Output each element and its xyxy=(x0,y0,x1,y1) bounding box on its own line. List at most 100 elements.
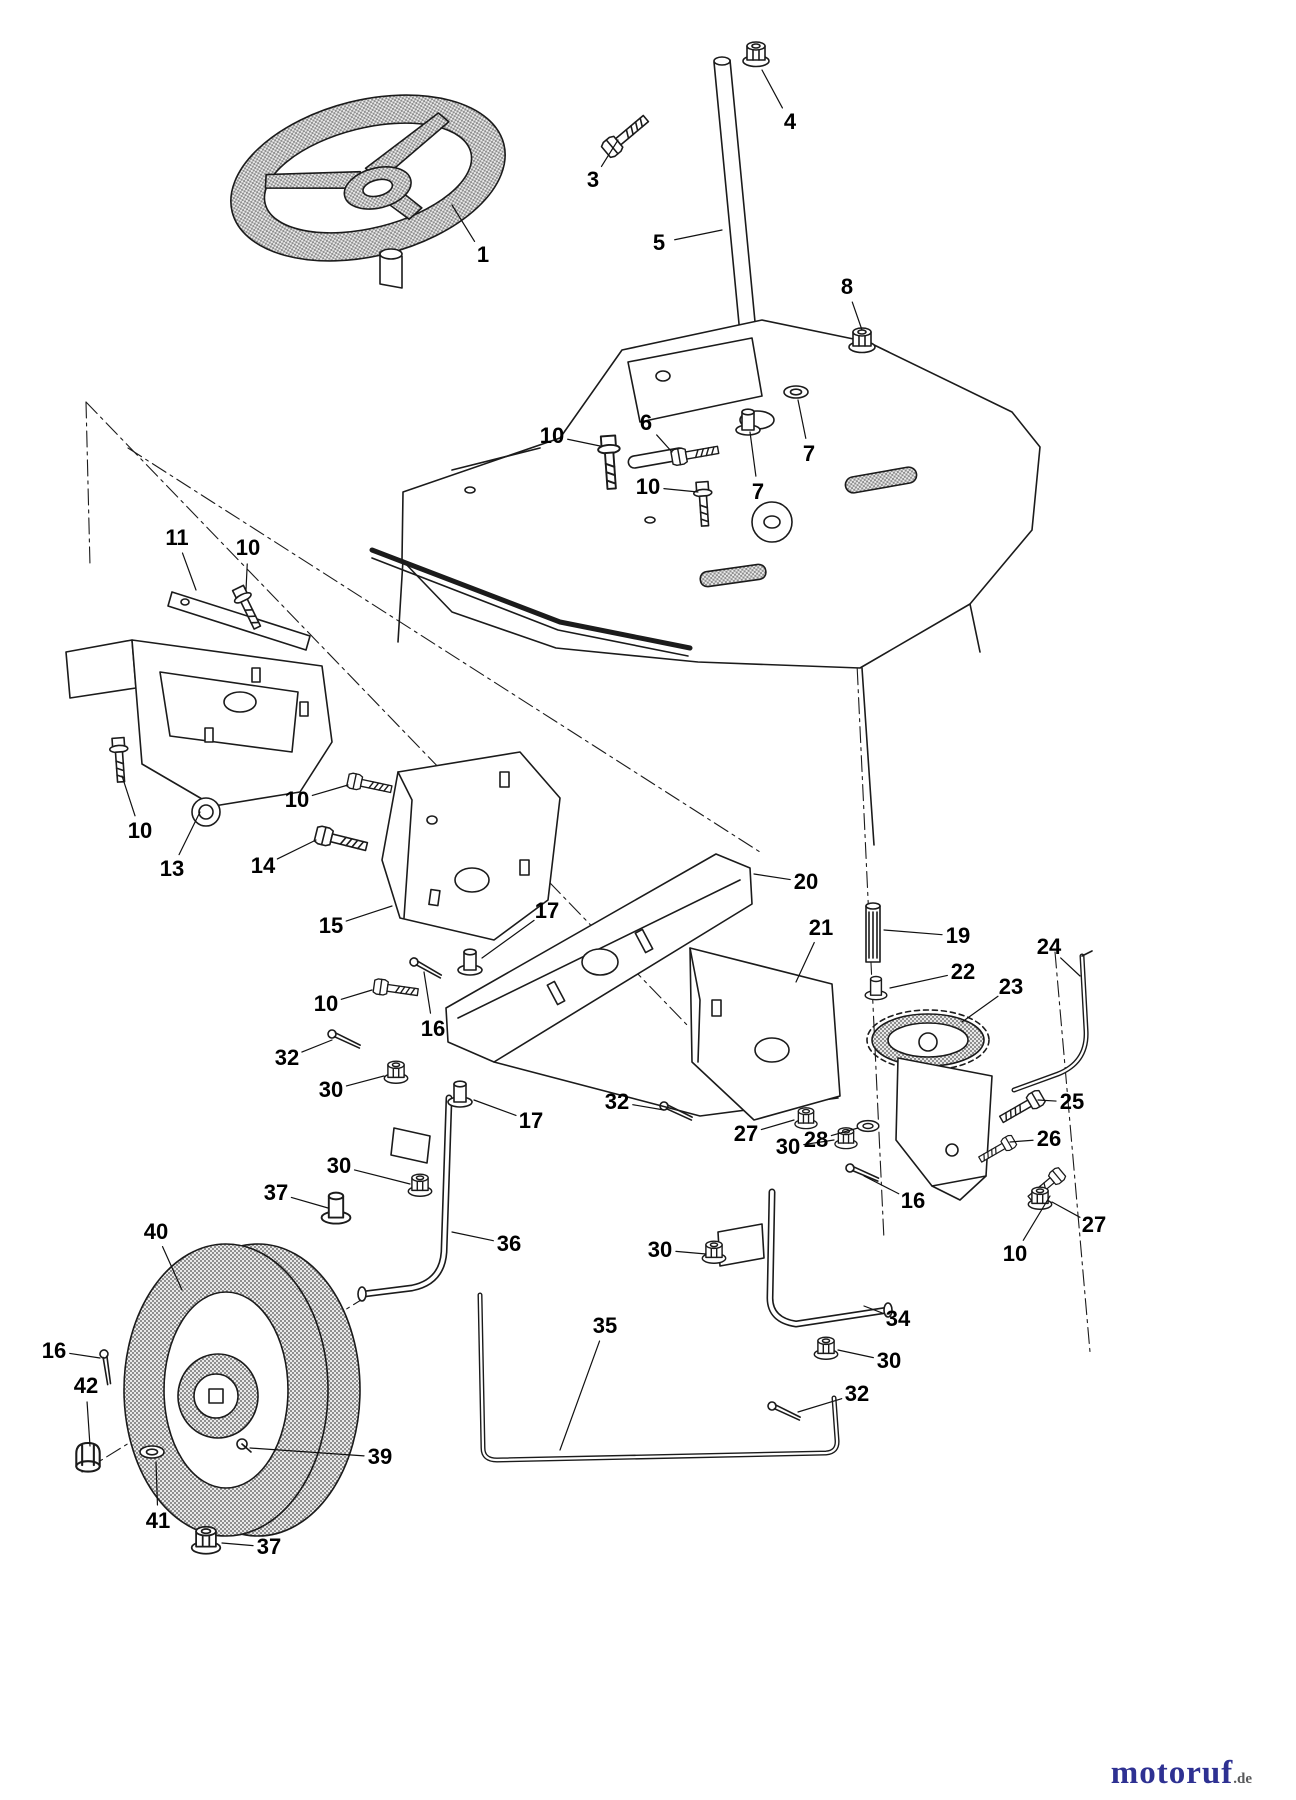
leader-line-39-49 xyxy=(249,1447,365,1457)
part-callout-10-24: 10 xyxy=(313,991,339,1016)
part-callout-15-16: 15 xyxy=(318,913,344,938)
leader-line-16-35 xyxy=(863,1175,900,1195)
leader-line-30-38 xyxy=(353,1169,411,1185)
leader-line-27-36 xyxy=(1051,1201,1081,1218)
part-cotter-pin-16-a xyxy=(407,956,445,979)
part-callout-27-30: 27 xyxy=(733,1121,759,1146)
part-callout-32-46: 32 xyxy=(844,1381,870,1406)
part-callout-30-42: 30 xyxy=(647,1237,673,1262)
part-callout-5-3: 5 xyxy=(652,230,666,255)
part-nut-30-lower xyxy=(407,1173,433,1197)
leader-line-22-21 xyxy=(889,974,948,989)
leader-line-41-50 xyxy=(155,1461,159,1506)
part-drag-link-35 xyxy=(477,1292,840,1463)
leader-line-10-5 xyxy=(567,438,601,447)
part-callout-37-39: 37 xyxy=(263,1180,289,1205)
leader-line-8-4 xyxy=(851,301,863,331)
leader-line-20-18 xyxy=(753,873,791,881)
part-bolt-10-plate xyxy=(345,771,394,798)
part-callout-30-27: 30 xyxy=(318,1077,344,1102)
part-bracket-13 xyxy=(65,639,333,827)
part-callout-34-43: 34 xyxy=(885,1306,911,1331)
part-callout-13-13: 13 xyxy=(159,856,185,881)
part-callout-1-0: 1 xyxy=(476,242,490,267)
part-bushing-17-upper xyxy=(457,948,483,976)
leader-line-17-28 xyxy=(473,1099,517,1117)
watermark-suffix: .de xyxy=(1233,1771,1252,1787)
part-steering-gear-assembly xyxy=(865,902,993,1201)
part-callout-36-41: 36 xyxy=(496,1231,522,1256)
part-nut-8 xyxy=(848,327,876,354)
leader-line-6-6 xyxy=(656,434,673,453)
part-callout-30-45: 30 xyxy=(876,1348,902,1373)
part-bolt-3 xyxy=(599,110,653,160)
part-pin-32-a xyxy=(325,1028,363,1049)
part-callout-4-2: 4 xyxy=(783,109,797,134)
part-callout-40-40: 40 xyxy=(143,1219,169,1244)
part-steering-wheel xyxy=(230,94,506,262)
part-bolt-14 xyxy=(313,824,370,857)
part-callout-41-50: 41 xyxy=(145,1508,171,1533)
leader-line-17-17 xyxy=(481,919,535,959)
leader-line-25-33 xyxy=(1037,1099,1057,1102)
part-dash-panel xyxy=(369,319,1041,846)
leader-line-30-45 xyxy=(837,1349,874,1359)
part-callout-30-31: 30 xyxy=(775,1134,801,1159)
part-callout-42-48: 42 xyxy=(73,1373,99,1398)
part-steering-wheel-stem xyxy=(379,248,403,289)
part-cotter-pin-16-b xyxy=(843,1162,881,1182)
leader-line-4-2 xyxy=(761,69,784,109)
part-bracket-21 xyxy=(689,947,841,1121)
leader-line-34-43 xyxy=(863,1305,884,1314)
leader-line-37-39 xyxy=(290,1196,329,1209)
leader-line-13-13 xyxy=(178,811,201,856)
part-lift-rod-24 xyxy=(1011,950,1093,1093)
leader-line-30-31 xyxy=(803,1139,835,1146)
part-callout-37-51: 37 xyxy=(256,1534,282,1559)
leader-line-30-27 xyxy=(345,1075,385,1087)
part-callout-35-44: 35 xyxy=(592,1313,618,1338)
leader-line-32-26 xyxy=(301,1039,333,1053)
leader-line-28-32 xyxy=(830,1127,859,1137)
part-nut-4 xyxy=(742,41,770,68)
part-cap-37 xyxy=(320,1191,352,1225)
part-pin-32-c xyxy=(765,1400,803,1421)
part-callout-32-26: 32 xyxy=(274,1045,300,1070)
part-callout-16-25: 16 xyxy=(420,1016,446,1041)
part-spindle-34 xyxy=(717,1188,893,1328)
leader-line-40-40 xyxy=(161,1246,183,1291)
leader-line-27-30 xyxy=(760,1119,795,1131)
part-callout-17-17: 17 xyxy=(534,898,560,923)
part-axle-support-plate-15 xyxy=(381,751,561,941)
part-callout-17-28: 17 xyxy=(518,1108,544,1133)
leader-line-5-3 xyxy=(674,229,723,241)
part-callout-10-9: 10 xyxy=(635,474,661,499)
part-bushing-17-lower xyxy=(447,1080,473,1108)
part-callout-7-7: 7 xyxy=(802,441,816,466)
leader-line-10-9 xyxy=(663,487,699,493)
leader-line-7-7 xyxy=(797,399,807,439)
leader-line-10-14 xyxy=(311,784,349,797)
part-washer-7 xyxy=(783,385,809,399)
part-callout-7-8: 7 xyxy=(751,479,765,504)
part-callout-10-37: 10 xyxy=(1002,1241,1028,1266)
part-callout-6-6: 6 xyxy=(639,410,653,435)
part-spindle-36 xyxy=(357,1094,453,1302)
part-callout-10-5: 10 xyxy=(539,423,565,448)
part-callout-19-20: 19 xyxy=(945,923,971,948)
leader-line-37-51 xyxy=(221,1542,254,1547)
part-callout-26-34: 26 xyxy=(1036,1126,1062,1151)
leader-line-26-34 xyxy=(1009,1139,1034,1143)
part-callout-21-19: 21 xyxy=(808,915,834,940)
part-callout-22-21: 22 xyxy=(950,959,976,984)
part-callout-11-10: 11 xyxy=(165,525,189,550)
part-callout-27-36: 27 xyxy=(1081,1212,1107,1237)
part-axle-channel-20 xyxy=(445,853,839,1117)
leader-line-35-44 xyxy=(559,1340,601,1451)
part-gear-bushing-22 xyxy=(864,975,888,1001)
part-callout-10-11: 10 xyxy=(235,535,261,560)
leader-line-23-22 xyxy=(961,995,999,1023)
part-callout-16-47: 16 xyxy=(41,1338,67,1363)
leader-line-1-0 xyxy=(451,204,476,243)
